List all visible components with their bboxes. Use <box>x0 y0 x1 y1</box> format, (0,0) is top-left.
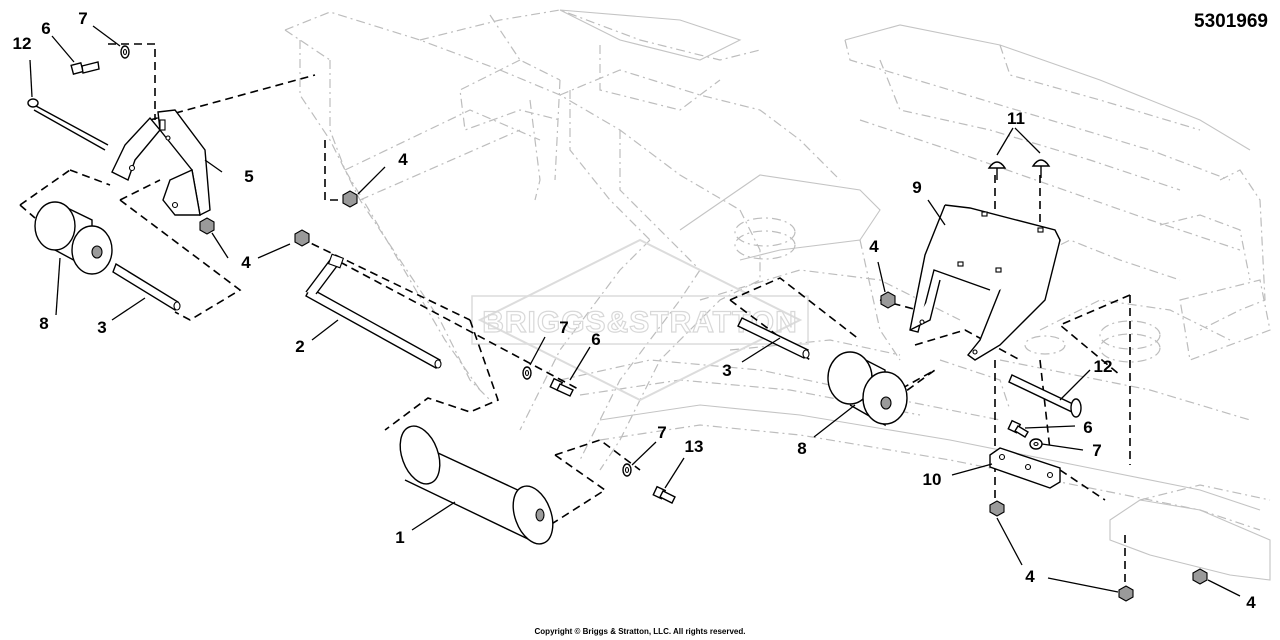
callout-7-middle: 7 <box>559 318 568 337</box>
roller-axle-left <box>112 262 181 312</box>
roller-bracket-right <box>909 204 1061 361</box>
callout-6-top: 6 <box>41 19 50 38</box>
copyright-notice: Copyright © Briggs & Stratton, LLC. All … <box>535 627 746 636</box>
callout-3-right: 3 <box>722 361 731 380</box>
mounting-plate <box>989 447 1061 489</box>
callout-5: 5 <box>244 167 253 186</box>
callout-4-left: 4 <box>241 253 251 272</box>
callout-12-right: 12 <box>1094 357 1113 376</box>
carriage-bolt-right <box>1008 374 1082 418</box>
callout-8-right: 8 <box>797 439 806 458</box>
lock-nut-upper <box>342 190 358 208</box>
washer-middle <box>522 366 532 380</box>
diagram-number: 5301969 <box>1194 11 1268 32</box>
lock-nut-far-right <box>1192 568 1208 585</box>
hex-bolt-middle <box>549 377 574 397</box>
callout-4-bottom: 4 <box>1025 567 1035 586</box>
lock-nut-bottom <box>1118 585 1134 602</box>
washer-lower <box>622 463 632 477</box>
callout-13: 13 <box>685 437 704 456</box>
callout-6-middle: 6 <box>591 330 600 349</box>
callout-8-left: 8 <box>39 314 48 333</box>
carriage-bolt-left <box>27 98 109 151</box>
hex-bolt-lower <box>652 485 676 504</box>
hex-bolt-right <box>1007 419 1029 438</box>
washer-top-left <box>120 45 130 59</box>
lock-nut-bracket <box>199 217 215 235</box>
callout-7-right: 7 <box>1092 441 1101 460</box>
callout-4-center: 4 <box>869 237 879 256</box>
roller-wheel-right <box>827 351 908 427</box>
callout-leaders <box>29 25 1241 597</box>
callout-7-lower: 7 <box>657 423 666 442</box>
roller-wheel-left <box>34 201 113 275</box>
callout-3-left: 3 <box>97 318 106 337</box>
hex-bolt-top-left <box>70 61 100 75</box>
mower-deck-frame <box>284 9 1271 581</box>
lock-nut-plate <box>989 500 1005 517</box>
callout-12-left: 12 <box>13 34 32 53</box>
callout-2: 2 <box>295 337 304 356</box>
carriage-bolts-top <box>987 159 1051 180</box>
brand-watermark: BRIGGS&STRATTON <box>471 238 809 402</box>
callout-4-upper: 4 <box>398 150 408 169</box>
lock-nut-axle <box>294 229 310 247</box>
roller-shaft <box>305 253 442 369</box>
roller-bracket-left <box>111 109 211 217</box>
callout-11: 11 <box>1007 109 1025 128</box>
roller-axle-right <box>737 317 810 359</box>
callout-labels: 1 2 3 3 4 4 4 4 4 5 6 6 6 7 7 7 7 8 8 9 … <box>13 9 1257 612</box>
callout-10: 10 <box>923 470 942 489</box>
washer-right <box>1029 438 1043 450</box>
lock-nut-center <box>880 291 896 309</box>
callout-7-top: 7 <box>78 9 87 28</box>
callout-9: 9 <box>912 178 921 197</box>
callout-1: 1 <box>395 528 404 547</box>
callout-4-right: 4 <box>1246 593 1256 612</box>
front-roller <box>399 425 554 545</box>
callout-6-right: 6 <box>1083 418 1092 437</box>
